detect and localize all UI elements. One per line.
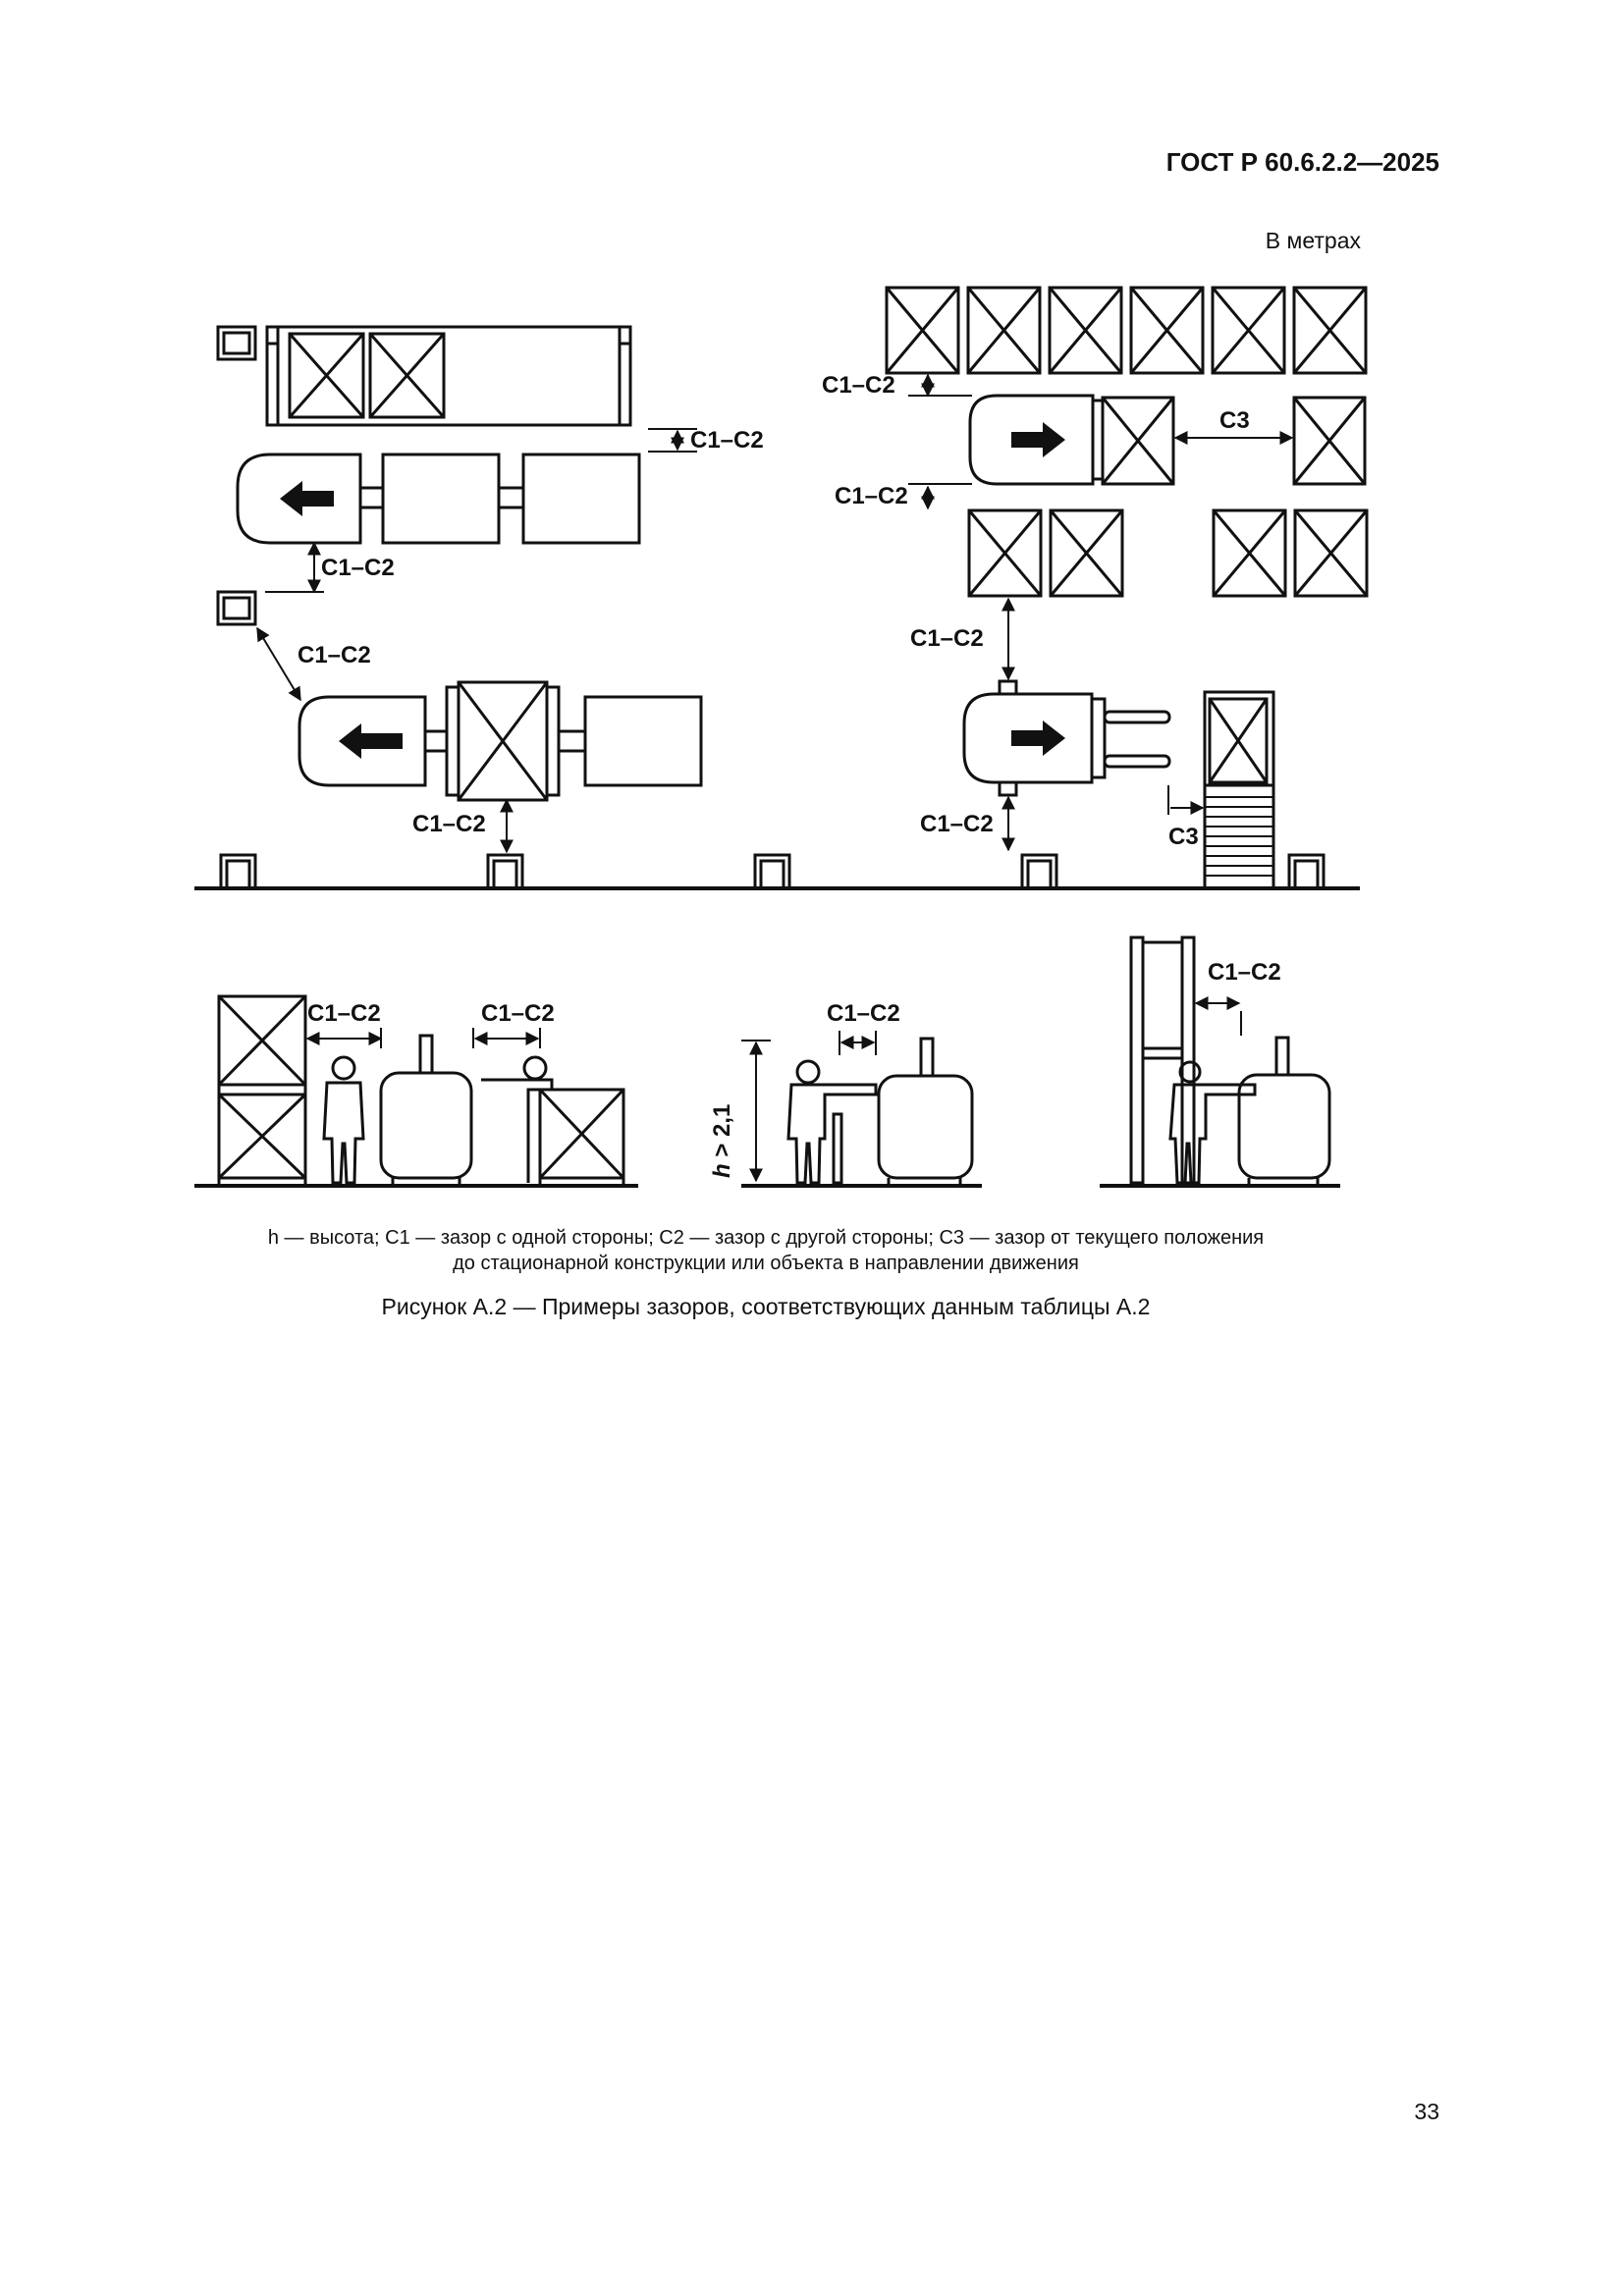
arrow-right-icon	[1011, 721, 1065, 756]
agv-forklift-2	[968, 394, 1175, 486]
pallet-box	[1211, 286, 1286, 375]
pallet-box	[1292, 396, 1367, 486]
dim-label-c1c2: C1–C2	[910, 625, 984, 652]
height-label: h > 2,1	[709, 1104, 735, 1178]
arrow-left-icon	[280, 481, 334, 516]
dim-label-c1c2: C1–C2	[1208, 959, 1281, 986]
units-label: В метрах	[1265, 228, 1361, 253]
dim-label-c1c2: C1–C2	[690, 427, 764, 454]
pallet-box	[1048, 286, 1123, 375]
pallet-box	[217, 1093, 307, 1180]
clearance-figure: C1–C2 C1–C2 C1–C2 C1–C2 C1–C2 C3 C1–C2 C…	[194, 286, 1369, 1188]
side-view-3	[1100, 935, 1340, 1188]
figure-caption: Рисунок А.2 — Примеры зазоров, соответст…	[381, 1294, 1151, 1319]
agv-forklift-3	[962, 679, 1171, 797]
dim-label-c1c2: C1–C2	[822, 372, 895, 399]
pallet-box	[967, 508, 1043, 598]
agv-side	[379, 1034, 473, 1185]
dim-label-c3: C3	[1168, 824, 1199, 850]
pallet-box	[217, 994, 307, 1087]
pallet-box	[1049, 508, 1124, 598]
column-post	[216, 325, 257, 361]
legend-line-1: h — высота; C1 — зазор с одной стороны; …	[267, 1227, 1265, 1249]
pallet-box	[885, 286, 960, 375]
agv-tugger-1	[236, 453, 641, 545]
column-post	[216, 590, 257, 626]
dim-label-c1c2: C1–C2	[321, 555, 395, 581]
pallet-box	[1129, 286, 1205, 375]
agv-side	[877, 1037, 974, 1185]
pallet-box	[288, 332, 365, 419]
dim-label-c1c2: C1–C2	[412, 811, 486, 837]
pallet-box	[966, 286, 1042, 375]
pallet-box	[1212, 508, 1287, 598]
column-post	[486, 853, 524, 890]
dim-label-c1c2: C1–C2	[298, 642, 371, 668]
rack-top-right	[885, 286, 1368, 375]
pallet-box	[538, 1088, 625, 1180]
person-figure	[786, 1059, 878, 1185]
arrow-left-icon	[339, 723, 403, 759]
pallet-box	[368, 332, 446, 419]
legend-line-2: до стационарной конструкции или объекта …	[453, 1253, 1079, 1274]
page-number: 33	[1414, 2099, 1439, 2124]
agv-forklift-1	[298, 680, 703, 802]
column-post	[219, 853, 257, 890]
figure-legend: h — высота; C1 — зазор с одной стороны; …	[157, 1225, 1375, 1276]
side-view-1	[194, 994, 638, 1188]
arrow-right-icon	[1011, 422, 1065, 457]
dim-label-c1c2: C1–C2	[307, 1000, 381, 1027]
column-post	[1020, 853, 1058, 890]
side-view-2	[741, 1031, 982, 1188]
column-post	[753, 853, 791, 890]
dim-label-c1c2: C1–C2	[827, 1000, 900, 1027]
person-figure	[322, 1055, 365, 1185]
rack-top-left	[265, 325, 632, 427]
agv-side	[1237, 1036, 1331, 1185]
column-post	[1287, 853, 1326, 890]
dim-label-c1c2: C1–C2	[920, 811, 994, 837]
dim-label-c1c2: C1–C2	[481, 1000, 555, 1027]
dim-label-c1c2: C1–C2	[835, 483, 908, 509]
stacker-structure	[1203, 690, 1275, 890]
dim-label-c3: C3	[1219, 407, 1250, 434]
document-code: ГОСТ Р 60.6.2.2—2025	[1165, 147, 1439, 177]
pallet-box	[1292, 286, 1368, 375]
rack-frame	[1129, 935, 1196, 1185]
pallet-box	[1293, 508, 1369, 598]
rack-middle-right	[967, 508, 1369, 598]
